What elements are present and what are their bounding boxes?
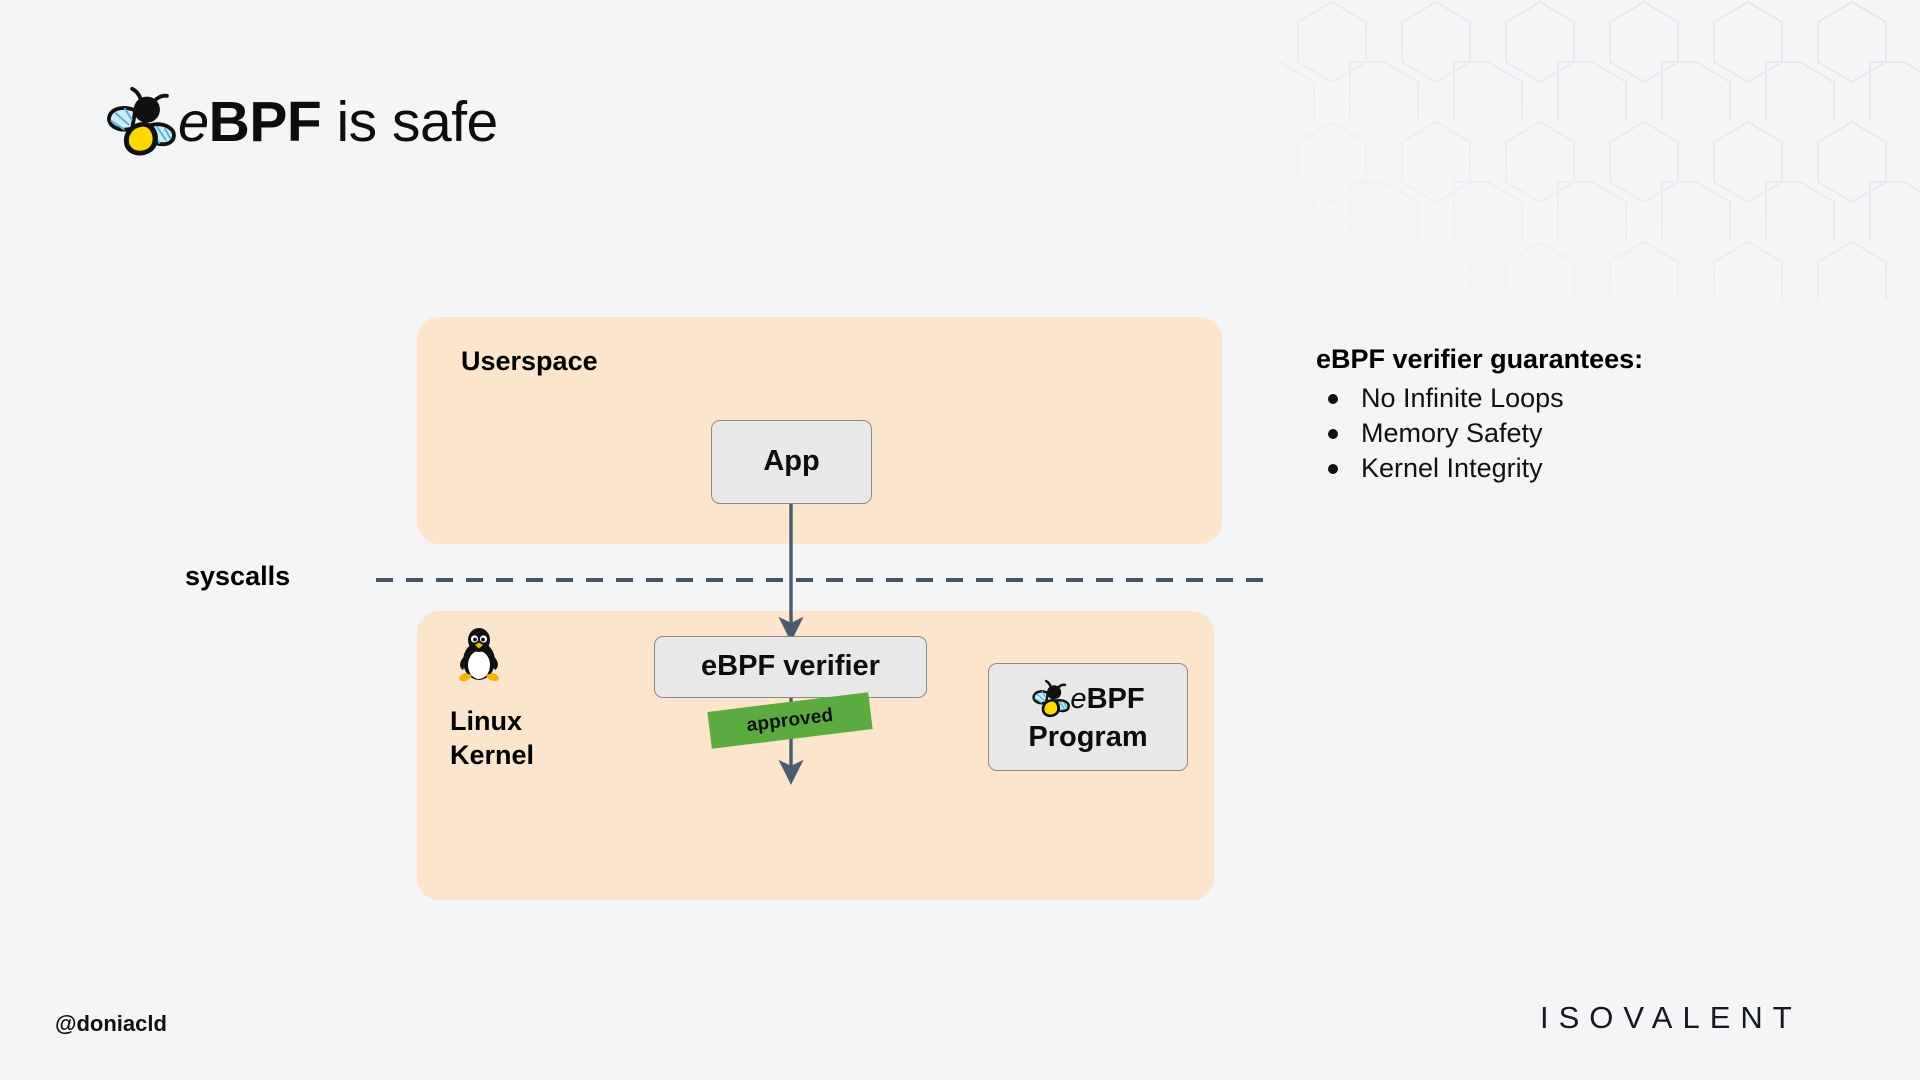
- syscalls-label: syscalls: [185, 561, 291, 591]
- title-bpf: BPF: [208, 89, 322, 154]
- list-item-label: Memory Safety: [1361, 417, 1543, 448]
- bullet-icon: [1328, 428, 1338, 439]
- title-rest: is safe: [321, 89, 498, 154]
- guarantees-list: No Infinite Loops Memory Safety Kernel I…: [1316, 381, 1836, 485]
- node-ebpf-program-line1: eBPF: [1031, 679, 1145, 719]
- kernel-label-line2: Kernel: [450, 739, 535, 770]
- kernel-label: Linux Kernel: [450, 705, 610, 773]
- list-item: No Infinite Loops: [1316, 381, 1836, 415]
- isovalent-wordmark: ISOVALENT: [1540, 1000, 1802, 1035]
- node-app[interactable]: App: [711, 420, 872, 504]
- list-item-label: Kernel Integrity: [1361, 452, 1543, 483]
- kernel-label-line1: Linux: [450, 706, 522, 736]
- program-bpf: BPF: [1086, 682, 1145, 715]
- approved-banner-label: approved: [745, 704, 835, 736]
- node-ebpf-program[interactable]: eBPF Program: [988, 663, 1188, 771]
- node-ebpf-verifier-label: eBPF verifier: [701, 650, 880, 683]
- node-ebpf-verifier[interactable]: eBPF verifier: [654, 636, 927, 698]
- node-app-label: App: [763, 445, 820, 478]
- userspace-label: Userspace: [461, 346, 598, 376]
- linux-tux-icon: [459, 628, 499, 682]
- page-title: eBPF is safe: [104, 82, 498, 162]
- hexagon-pattern-icon: [1280, 0, 1920, 300]
- node-ebpf-program-ebpf-text: eBPF: [1070, 682, 1145, 715]
- bullet-icon: [1328, 463, 1338, 474]
- ebpf-bee-icon: [1032, 680, 1071, 718]
- list-item-label: No Infinite Loops: [1361, 382, 1564, 413]
- isovalent-logo: ISOVALENT: [1540, 1000, 1802, 1036]
- ebpf-bee-icon: [107, 86, 176, 156]
- page-title-text: eBPF is safe: [178, 93, 498, 151]
- syscalls-dashed-line: [376, 578, 1272, 582]
- guarantees-heading: eBPF verifier guarantees:: [1316, 344, 1644, 374]
- guarantees-panel: eBPF verifier guarantees: No Infinite Lo…: [1316, 343, 1836, 486]
- node-ebpf-program-line2: Program: [1028, 721, 1148, 754]
- list-item: Kernel Integrity: [1316, 451, 1836, 485]
- bullet-icon: [1328, 393, 1338, 404]
- title-e: e: [178, 89, 209, 153]
- author-handle: @doniacld: [55, 1011, 167, 1036]
- list-item: Memory Safety: [1316, 416, 1836, 450]
- program-e: e: [1070, 682, 1087, 715]
